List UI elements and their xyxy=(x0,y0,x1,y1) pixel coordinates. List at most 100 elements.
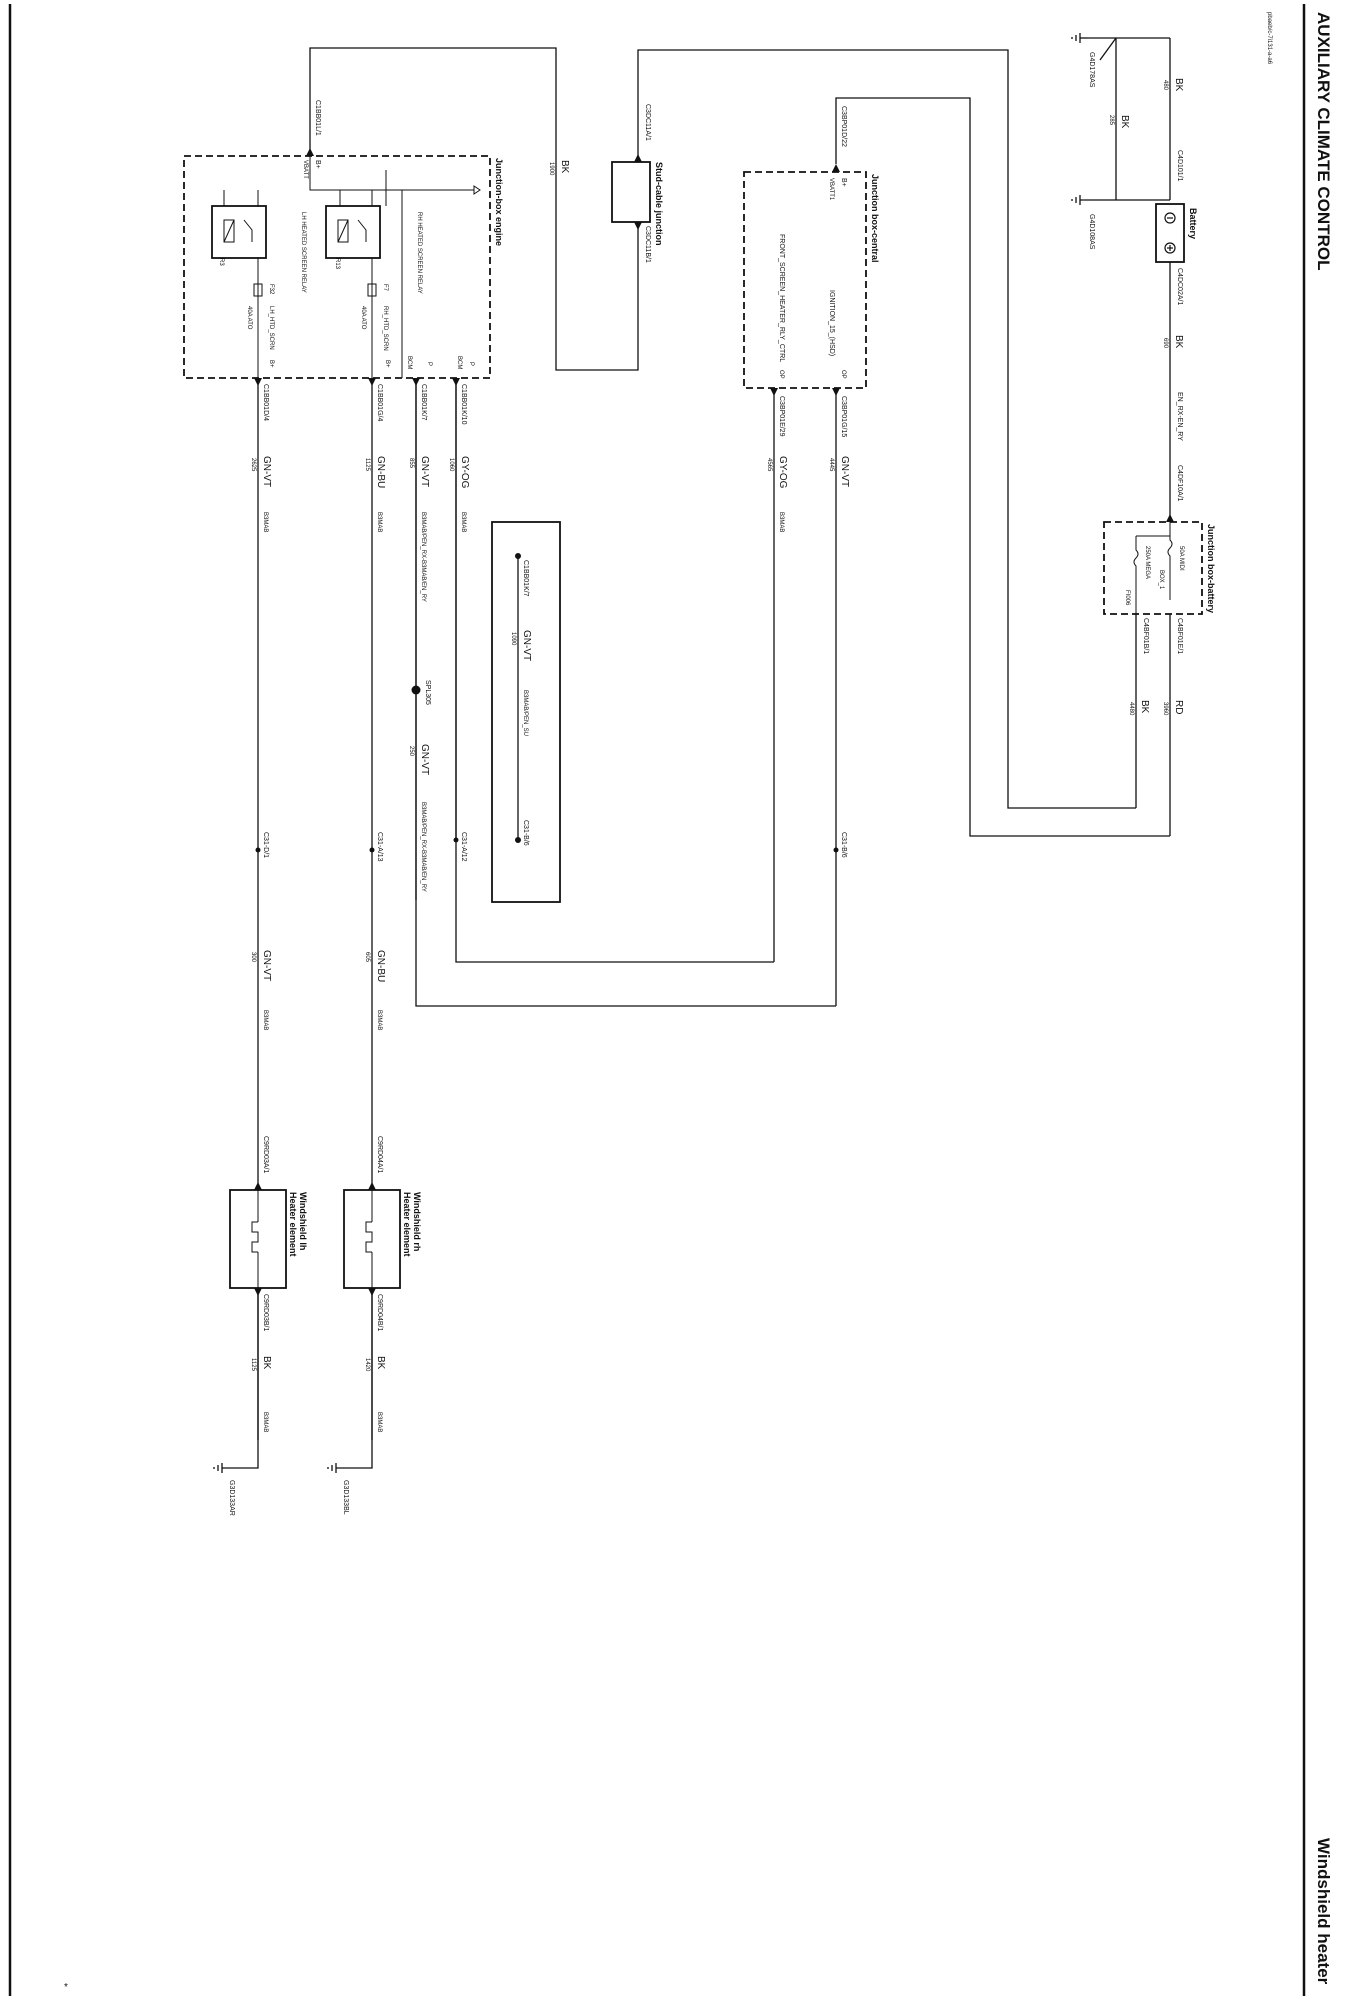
connector-label: C31-A/13 xyxy=(376,832,383,862)
ground-label: G3D133BL xyxy=(342,1480,349,1515)
wire-number: 1900 xyxy=(548,162,554,176)
pin-label: C4DF10A/1 xyxy=(1176,465,1183,502)
wire-color: BK xyxy=(1119,115,1130,129)
op-label: OP xyxy=(778,370,784,379)
junction-box-central: Junction box-central C3BP01D/22 B+ VBATT… xyxy=(743,106,880,389)
harness-label: B3MAB xyxy=(376,1010,382,1030)
pin-label: C9RD03A/1 xyxy=(262,1136,269,1173)
fuse-name: LH_HTD_SCRN xyxy=(268,306,274,350)
connector-label: C31-A/12 xyxy=(460,832,467,862)
pin-type: P xyxy=(426,362,432,366)
fuse-rating: 40A ATO xyxy=(246,306,252,330)
ground-icon xyxy=(213,1463,223,1473)
engine-output-labels: C1BB01K/10 GY-OG 1060 B3MAB C1BB01K/7 GN… xyxy=(250,384,470,602)
wire-color: GN-BU xyxy=(375,950,386,982)
vbatt-label: VBATT xyxy=(302,160,308,179)
signal-label: FRONT_SCREEN_HEATER_RLY_CTRL xyxy=(778,234,785,362)
wire-color: GY-OG xyxy=(777,456,788,489)
pin-bus: BCM xyxy=(406,356,412,369)
fuse-rating: 40A ATO xyxy=(360,306,366,330)
ground-icon xyxy=(1071,33,1088,43)
pin-label: C9RD03B/1 xyxy=(262,1294,269,1331)
page-subtitle: Windshield heater xyxy=(1314,1838,1333,1985)
wire-color: GN-VT xyxy=(261,950,272,981)
jbox-battery-name: Junction box-battery xyxy=(1206,524,1216,613)
wire-color: BK xyxy=(375,1356,386,1370)
relay-rh xyxy=(325,205,381,259)
wire-number: 1125 xyxy=(250,1358,256,1372)
harness-label: B3MAB/PEN_SU xyxy=(522,690,528,736)
heater-name: Windshield rh xyxy=(412,1192,422,1251)
stud-cable-junction: Stud-cable junction C3DC11A/1 C3DC11B/1 xyxy=(611,104,664,263)
ground-label: G4D178AS xyxy=(1088,52,1095,88)
ground-icon xyxy=(1071,195,1081,205)
fuse-label: 50A MIDI xyxy=(1178,546,1184,571)
wire-number: 250 xyxy=(408,746,414,757)
fuse-id: FI006 xyxy=(1124,590,1130,606)
wire-number: 4565 xyxy=(766,458,772,472)
wire-color: BK xyxy=(1173,78,1184,92)
harness-label: EN_RX-EN_RY xyxy=(1176,392,1183,441)
engine-pin-labels: P BCM P BCM B+ B+ xyxy=(268,356,474,369)
ground-label: G4D108AS xyxy=(1088,214,1095,250)
wire-color: GN-VT xyxy=(419,744,430,775)
fuse-name: RH_HTD_SCRN xyxy=(382,306,388,351)
fuse-id: BOX_1 xyxy=(1158,570,1164,590)
wire-color: GN-VT xyxy=(521,630,532,661)
battery-name: Battery xyxy=(1188,208,1198,239)
pin-label: C3DC11A/1 xyxy=(644,104,651,141)
harness-label: B3MAB xyxy=(262,1412,268,1432)
battery-icon xyxy=(1155,203,1185,263)
pin-bus: BCM xyxy=(456,356,462,369)
wire-number: 480 xyxy=(1162,80,1168,91)
relay-label: LH HEATED SCREEN RELAY xyxy=(300,212,306,293)
pin-type: B+ xyxy=(384,360,390,368)
jbox-engine-name: Junction-box engine xyxy=(494,158,504,246)
relay-lh xyxy=(211,205,267,259)
fuse-icon xyxy=(367,283,377,297)
pin-label: C9RD04A/1 xyxy=(376,1136,383,1173)
wire-color: BK xyxy=(1173,335,1184,349)
op-label: OP xyxy=(840,370,846,379)
connector-marks xyxy=(254,148,1174,1296)
heater-name: Windshield lh xyxy=(298,1192,308,1250)
pin-label: C4BF01B/1 xyxy=(1142,618,1149,654)
pin-label: C9RD04B/1 xyxy=(376,1294,383,1331)
wire-number: 285 xyxy=(1108,115,1114,126)
wire-number: 2625 xyxy=(250,458,256,472)
splice-label: SPL305 xyxy=(424,680,431,705)
relay-label: RH HEATED SCREEN RELAY xyxy=(416,212,422,294)
page-frame xyxy=(8,4,1306,1996)
relay-id: R3 xyxy=(218,258,224,266)
splice-node xyxy=(411,685,421,695)
wire-number: 855 xyxy=(408,458,414,469)
junction-box-battery: Junction box-battery 50A MIDI BOX_1 250A… xyxy=(1103,521,1216,654)
wire-color: GN-VT xyxy=(419,456,430,487)
wire-color: GN-VT xyxy=(839,456,850,487)
wire-number: 4445 xyxy=(828,458,834,472)
heater-rh: C9RD04A/1 Windshield rh Heater element C… xyxy=(343,1136,422,1432)
drawing-ref: pbaeb/c-7i131-a-a6 xyxy=(1266,12,1272,65)
wire-color: BK xyxy=(559,160,570,174)
wire-number: 3960 xyxy=(1162,702,1168,716)
fuse-id: F7 xyxy=(382,284,388,292)
relay-id: R13 xyxy=(334,258,340,270)
heater-name2: Heater element xyxy=(288,1192,298,1257)
wire-number: 1090 xyxy=(510,632,516,646)
harness-label: B3MAB xyxy=(376,512,382,532)
harness-label: B3MAB xyxy=(376,1412,382,1432)
fuse-id: F32 xyxy=(268,284,274,295)
pin-label: C3DC11B/1 xyxy=(644,226,651,263)
wire-color: GN-BU xyxy=(375,456,386,488)
fuse-label: 250A MEGA xyxy=(1144,546,1150,579)
page-title: AUXILIARY CLIMATE CONTROL xyxy=(1314,12,1333,270)
pin-type: P xyxy=(468,362,474,366)
fuse-icon xyxy=(253,283,263,297)
bplus-label: B+ xyxy=(314,160,321,169)
wire-number: 1125 xyxy=(364,458,370,472)
harness-label: B3MAB xyxy=(778,512,784,532)
heater-name2: Heater element xyxy=(402,1192,412,1257)
pin-label: C4D101/1 xyxy=(1176,150,1183,182)
pin-label: C4DC02A/1 xyxy=(1176,268,1183,305)
